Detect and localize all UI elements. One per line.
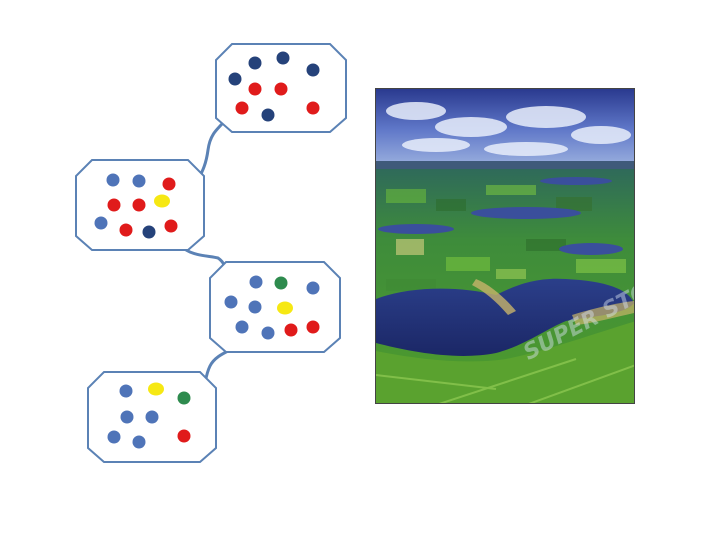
red-particle <box>274 82 288 96</box>
steel-blue-particle <box>145 410 159 424</box>
red-particle <box>248 82 262 96</box>
main-lake <box>376 278 634 356</box>
navy-particle <box>306 63 320 77</box>
small-lakes <box>378 177 623 255</box>
steel-blue-particle <box>107 430 121 444</box>
shoreline <box>472 279 516 315</box>
red-particle <box>107 198 121 212</box>
aerial-landscape-photo: SUPER STOCK <box>375 88 635 404</box>
green-particle <box>177 391 191 405</box>
red-particle <box>284 323 298 337</box>
shoreline-east <box>572 301 634 325</box>
red-particle <box>164 219 178 233</box>
red-particle <box>235 101 249 115</box>
steel-blue-particle <box>94 216 108 230</box>
field-stripes <box>376 358 634 403</box>
steel-blue-particle <box>306 281 320 295</box>
steel-blue-particle <box>261 326 275 340</box>
green-particle <box>274 276 288 290</box>
field-patches <box>386 185 626 291</box>
steel-blue-particle <box>235 320 249 334</box>
red-particle <box>306 320 320 334</box>
red-particle <box>306 101 320 115</box>
navy-particle <box>228 72 242 86</box>
horizon <box>376 161 634 171</box>
yellow-particle <box>277 301 293 315</box>
yellow-particle <box>154 194 170 208</box>
red-particle <box>119 223 133 237</box>
steel-blue-particle <box>132 174 146 188</box>
navy-particle <box>276 51 290 65</box>
landscape-illustration: SUPER STOCK <box>376 89 634 403</box>
steel-blue-particle <box>120 410 134 424</box>
navy-particle <box>142 225 156 239</box>
yellow-particle <box>148 382 164 396</box>
navy-particle <box>248 56 262 70</box>
red-particle <box>132 198 146 212</box>
steel-blue-particle <box>248 300 262 314</box>
clouds <box>386 102 631 156</box>
steel-blue-particle <box>119 384 133 398</box>
red-particle <box>177 429 191 443</box>
connector-line <box>196 118 228 181</box>
steel-blue-particle <box>249 275 263 289</box>
steel-blue-particle <box>106 173 120 187</box>
particle-layer <box>94 51 320 449</box>
navy-particle <box>261 108 275 122</box>
red-particle <box>162 177 176 191</box>
steel-blue-particle <box>132 435 146 449</box>
steel-blue-particle <box>224 295 238 309</box>
